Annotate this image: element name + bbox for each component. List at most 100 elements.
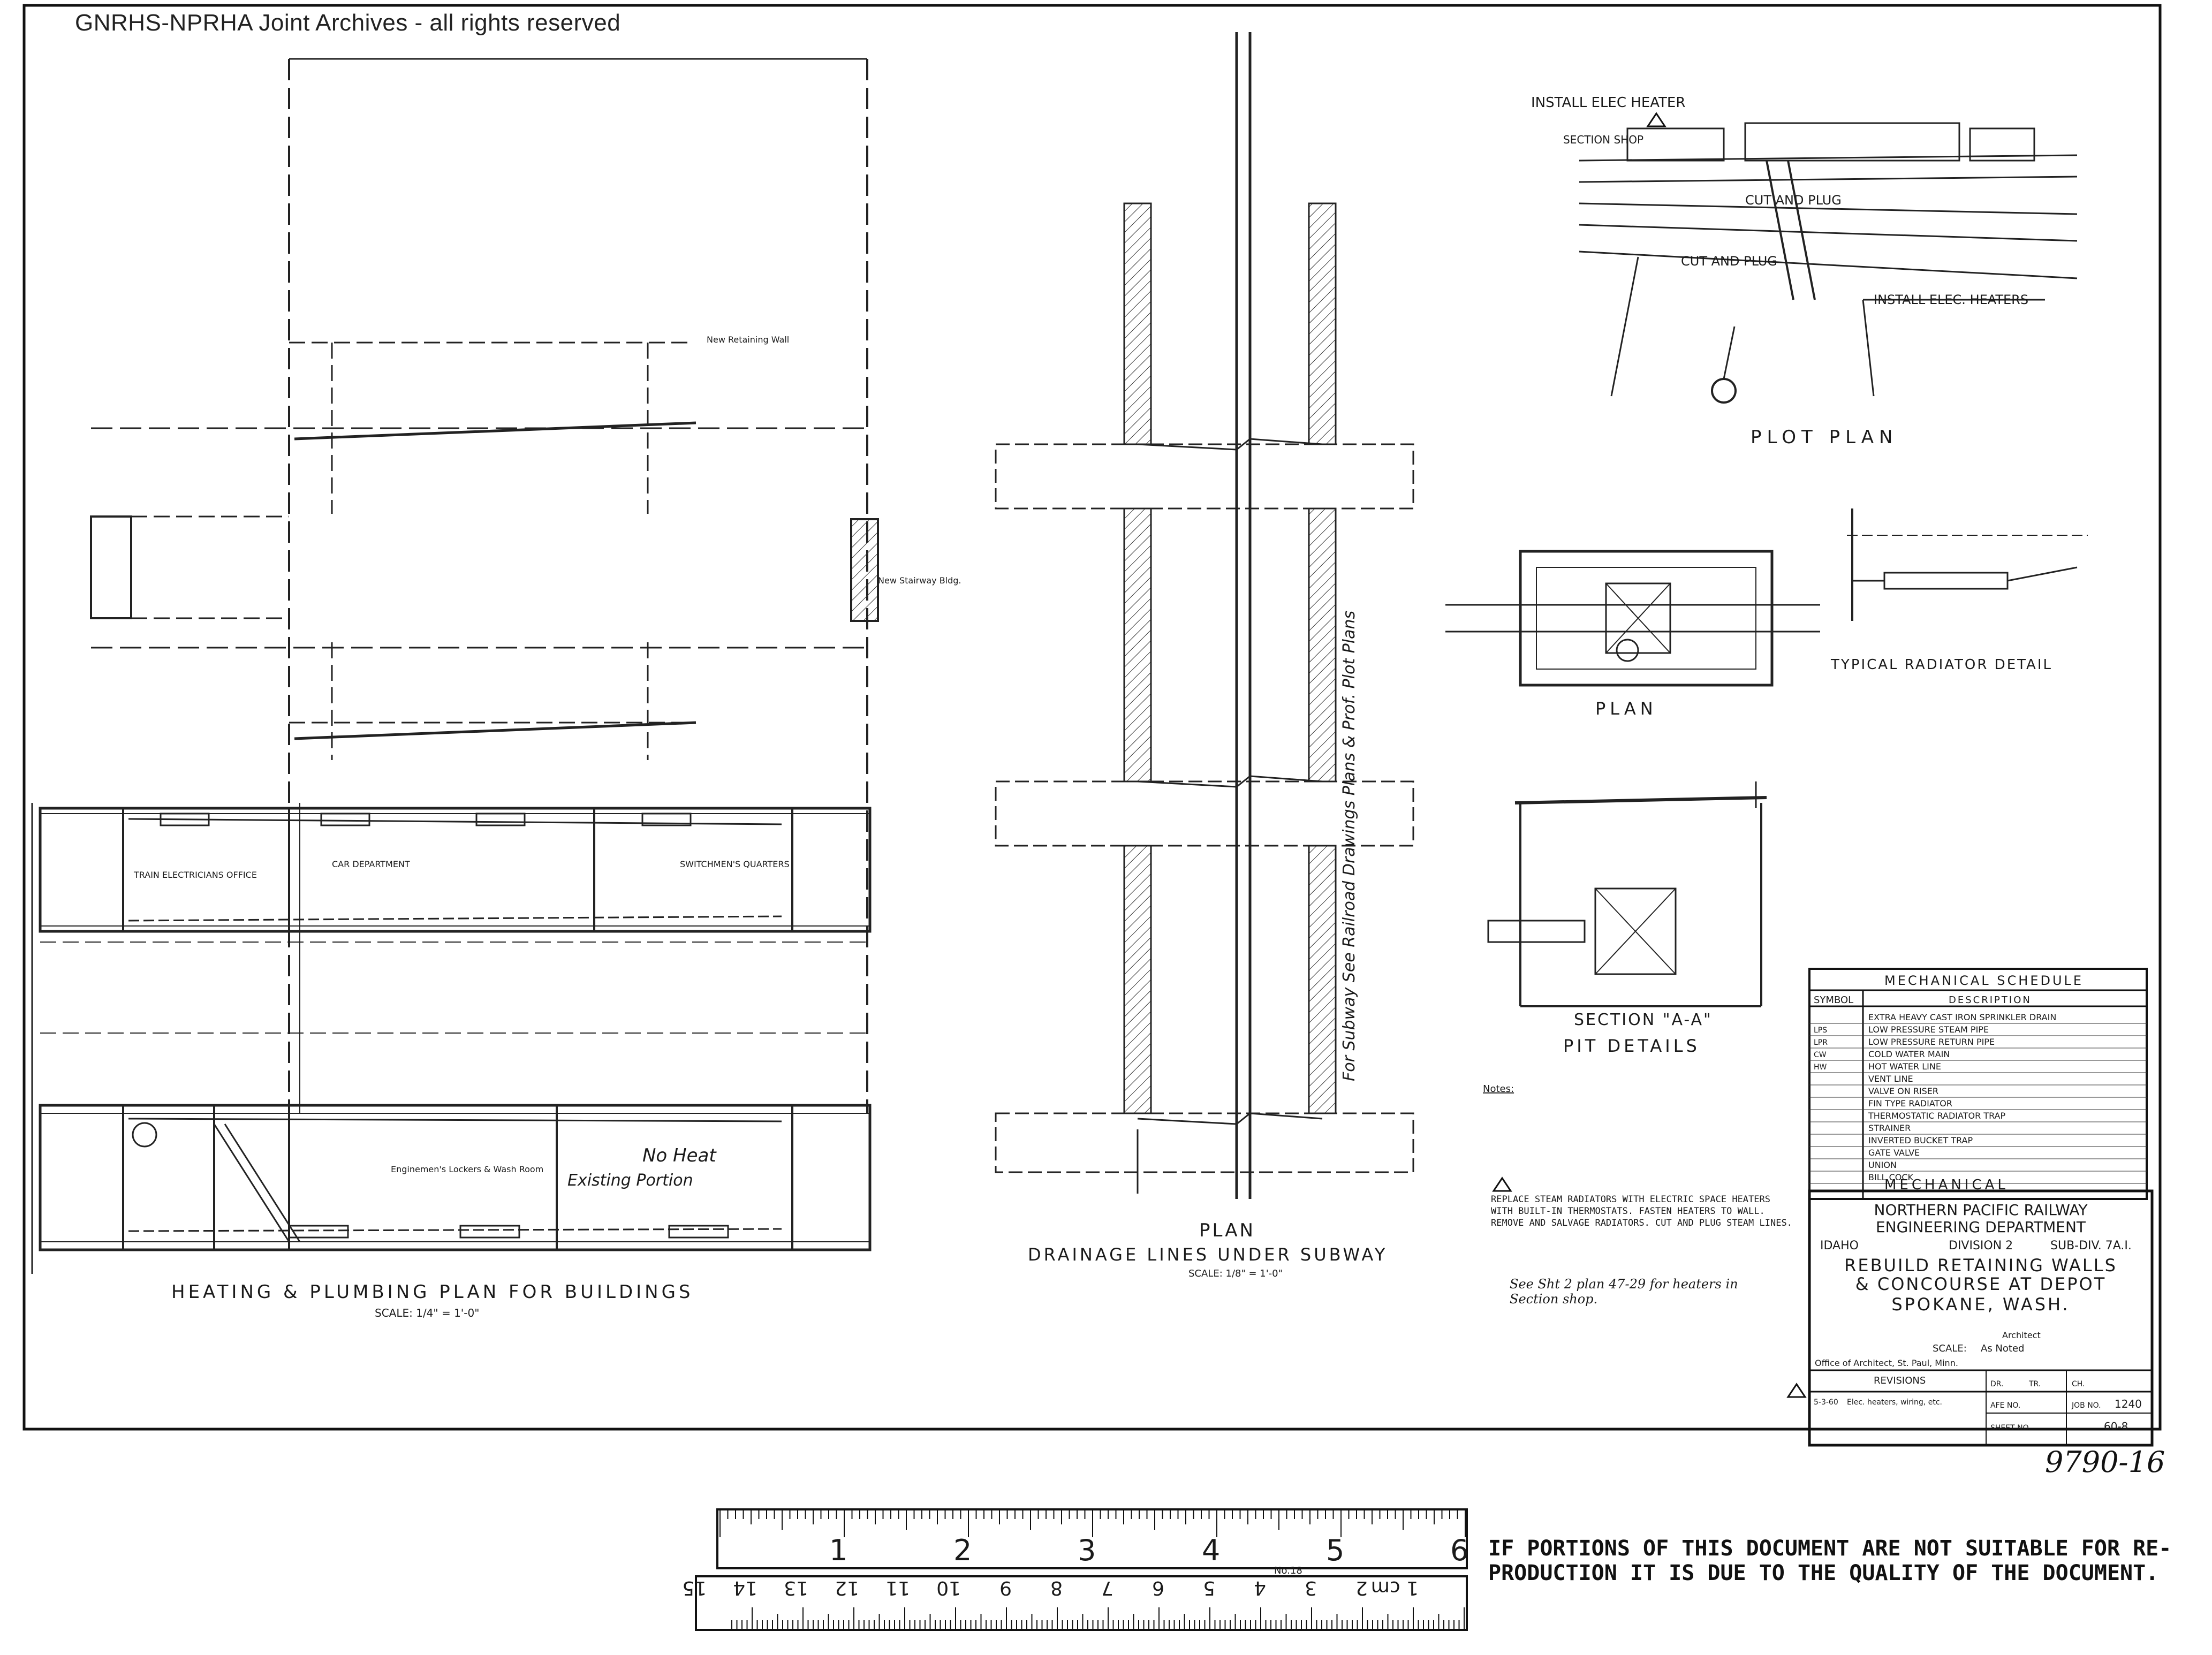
replace-note-box: REPLACE STEAM RADIATORS WITH ELECTRIC SP… [1491,1194,1792,1228]
tb-title-2: & CONCOURSE AT DEPOT [1855,1274,2107,1294]
pit-plan-title: PLAN [1595,699,1657,719]
ruler-cm-label: 3 [1305,1577,1317,1599]
heating-plan [31,58,879,1274]
ruler-maker-label: No.18 [1274,1565,1302,1576]
schedule-row-description: INVERTED BUCKET TRAP [1868,1135,1973,1145]
tb-architect: Architect [2002,1330,2041,1340]
ruler-inch-label: 5 [1326,1533,1344,1567]
sheet-border [22,4,2162,1431]
section-aa-title: SECTION "A-A" [1574,1011,1713,1029]
ruler-cm-label: 10 [936,1577,961,1599]
tb-revisions-label: REVISIONS [1874,1375,1926,1386]
title-block-frame [1808,1189,2154,1447]
ruler-cm-label: 12 [835,1577,859,1599]
schedule-row-description: BILL COCK [1868,1172,1914,1182]
see-sheet-note: See Sht 2 plan 47-29 for heaters in Sect… [1510,1277,1738,1307]
mechanical-schedule-frame [1808,968,2148,1200]
tb-ch-label: CH. [2072,1380,2085,1388]
pit-plan [1445,550,1820,687]
drainage-plan [995,32,1414,1199]
drainage-scale: SCALE: 1/8" = 1'-0" [1188,1268,1283,1279]
tb-tr-label: TR. [2028,1380,2041,1388]
new-stairway-label: New Stairway Bldg. [878,575,961,586]
tb-file-no: 60-8 [2104,1420,2128,1433]
drainage-title: PLAN [1199,1220,1255,1241]
tb-scale-label: SCALE: [1933,1343,1967,1354]
tb-state: IDAHO [1820,1239,1859,1252]
schedule-row-description: EXTRA HEAVY CAST IRON SPRINKLER DRAIN [1868,1012,2056,1022]
plot-plan [1579,122,2078,404]
ruler-cm-label: 9 [999,1577,1012,1599]
ruler-cm-label: 13 [784,1577,808,1599]
ruler-inch-label: 6 [1450,1533,1468,1567]
tb-company: NORTHERN PACIFIC RAILWAY [1874,1201,2088,1219]
schedule-rows: EXTRA HEAVY CAST IRON SPRINKLER DRAIN LPS… [1809,1012,2147,1184]
cut-and-plug-label-2: CUT AND PLUG [1681,254,1777,269]
tb-rev-desc: Elec. heaters, wiring, etc. [1847,1398,1942,1407]
revision-triangle-icon [1786,1383,1807,1398]
heating-plan-title: HEATING & PLUMBING PLAN FOR BUILDINGS [171,1281,694,1303]
tb-title-1: REBUILD RETAINING WALLS [1844,1255,2117,1276]
schedule-row-description: LOW PRESSURE STEAM PIPE [1868,1024,1989,1035]
ruler-cm-label: 15 [682,1577,707,1599]
drainage-subtitle: DRAINAGE LINES UNDER SUBWAY [1028,1244,1388,1265]
ruler-cm-label: 7 [1101,1577,1113,1599]
revision-triangle-icon [1646,112,1666,127]
tb-afe-label: AFE NO. [1990,1401,2020,1410]
tb-location: SPOKANE, WASH. [1891,1294,2070,1315]
tb-dr-label: DR. [1990,1380,2003,1388]
no-heat-label: No Heat [642,1145,717,1166]
ruler-cm-label: 2 [1355,1577,1368,1599]
ruler-cm-label: 6 [1152,1577,1164,1599]
tb-job-label: JOB NO. [2071,1401,2101,1410]
car-department-label: CAR DEPARTMENT [332,859,410,869]
schedule-row-symbol: LPS [1814,1026,1827,1035]
schedule-row-description: LOW PRESSURE RETURN PIPE [1868,1037,1995,1047]
ruler-inch-label: 2 [953,1533,972,1567]
cut-and-plug-label-1: CUT AND PLUG [1745,193,1842,208]
sheet-number: 9790-16 [2045,1445,2165,1479]
section-aa [1487,781,1767,1007]
reproduction-note: IF PORTIONS OF THIS DOCUMENT ARE NOT SUI… [1488,1536,2172,1585]
install-elec-heaters-label: INSTALL ELEC. HEATERS [1874,292,2028,307]
ruler-cm-label: 1 cm [1371,1577,1419,1599]
typical-radiator-title: TYPICAL RADIATOR DETAIL [1830,657,2052,673]
schedule-row-description: STRAINER [1868,1123,1911,1133]
enginemens-lockers-label: Enginemen's Lockers & Wash Room [391,1164,543,1174]
schedule-row-description: THERMOSTATIC RADIATOR TRAP [1868,1111,2005,1121]
ruler-cm-label: 8 [1050,1577,1063,1599]
radiator-detail [1847,508,2088,621]
schedule-row-description: HOT WATER LINE [1868,1061,1941,1072]
schedule-row-symbol: HW [1814,1063,1827,1072]
ruler-cm-label: 5 [1203,1577,1215,1599]
install-elec-heater-label: INSTALL ELEC HEATER [1531,95,1685,111]
ruler-cm-label: 11 [885,1577,910,1599]
schedule-col-description: DESCRIPTION [1949,994,2032,1006]
tb-sheet-label: SHEET NO. [1990,1424,2031,1432]
heating-plan-scale: SCALE: 1/4" = 1'-0" [375,1307,479,1319]
revision-triangle-icon [1492,1176,1512,1192]
notes-label: Notes: [1483,1083,1514,1095]
switchmens-label: SWITCHMEN'S QUARTERS [680,859,790,869]
schedule-footer: MECHANICAL [1884,1177,2009,1193]
pit-details-title: PIT DETAILS [1563,1036,1700,1056]
tb-rev-date: 5-3-60 [1814,1398,1838,1407]
tb-subdiv: SUB-DIV. 7A.I. [2050,1239,2132,1252]
train-electricians-label: TRAIN ELECTRICIANS OFFICE [133,870,257,880]
schedule-col-symbol: SYMBOL [1814,994,1853,1006]
tb-job-no: 1240 [2115,1398,2142,1410]
plot-plan-title: PLOT PLAN [1751,427,1898,448]
schedule-title: MECHANICAL SCHEDULE [1884,973,2084,988]
schedule-row-description: FIN TYPE RADIATOR [1868,1098,1952,1109]
subway-note: For Subway See Railroad Drawings Plans &… [1340,611,1359,1081]
schedule-row-description: VALVE ON RISER [1868,1086,1938,1096]
schedule-row-description: UNION [1868,1160,1897,1170]
tb-division: DIVISION 2 [1949,1239,2013,1252]
tb-scale-value: As Noted [1981,1343,2024,1354]
tb-department: ENGINEERING DEPARTMENT [1876,1218,2086,1236]
schedule-row-description: COLD WATER MAIN [1868,1049,1950,1059]
new-retaining-wall-label: New Retaining Wall [707,335,789,345]
